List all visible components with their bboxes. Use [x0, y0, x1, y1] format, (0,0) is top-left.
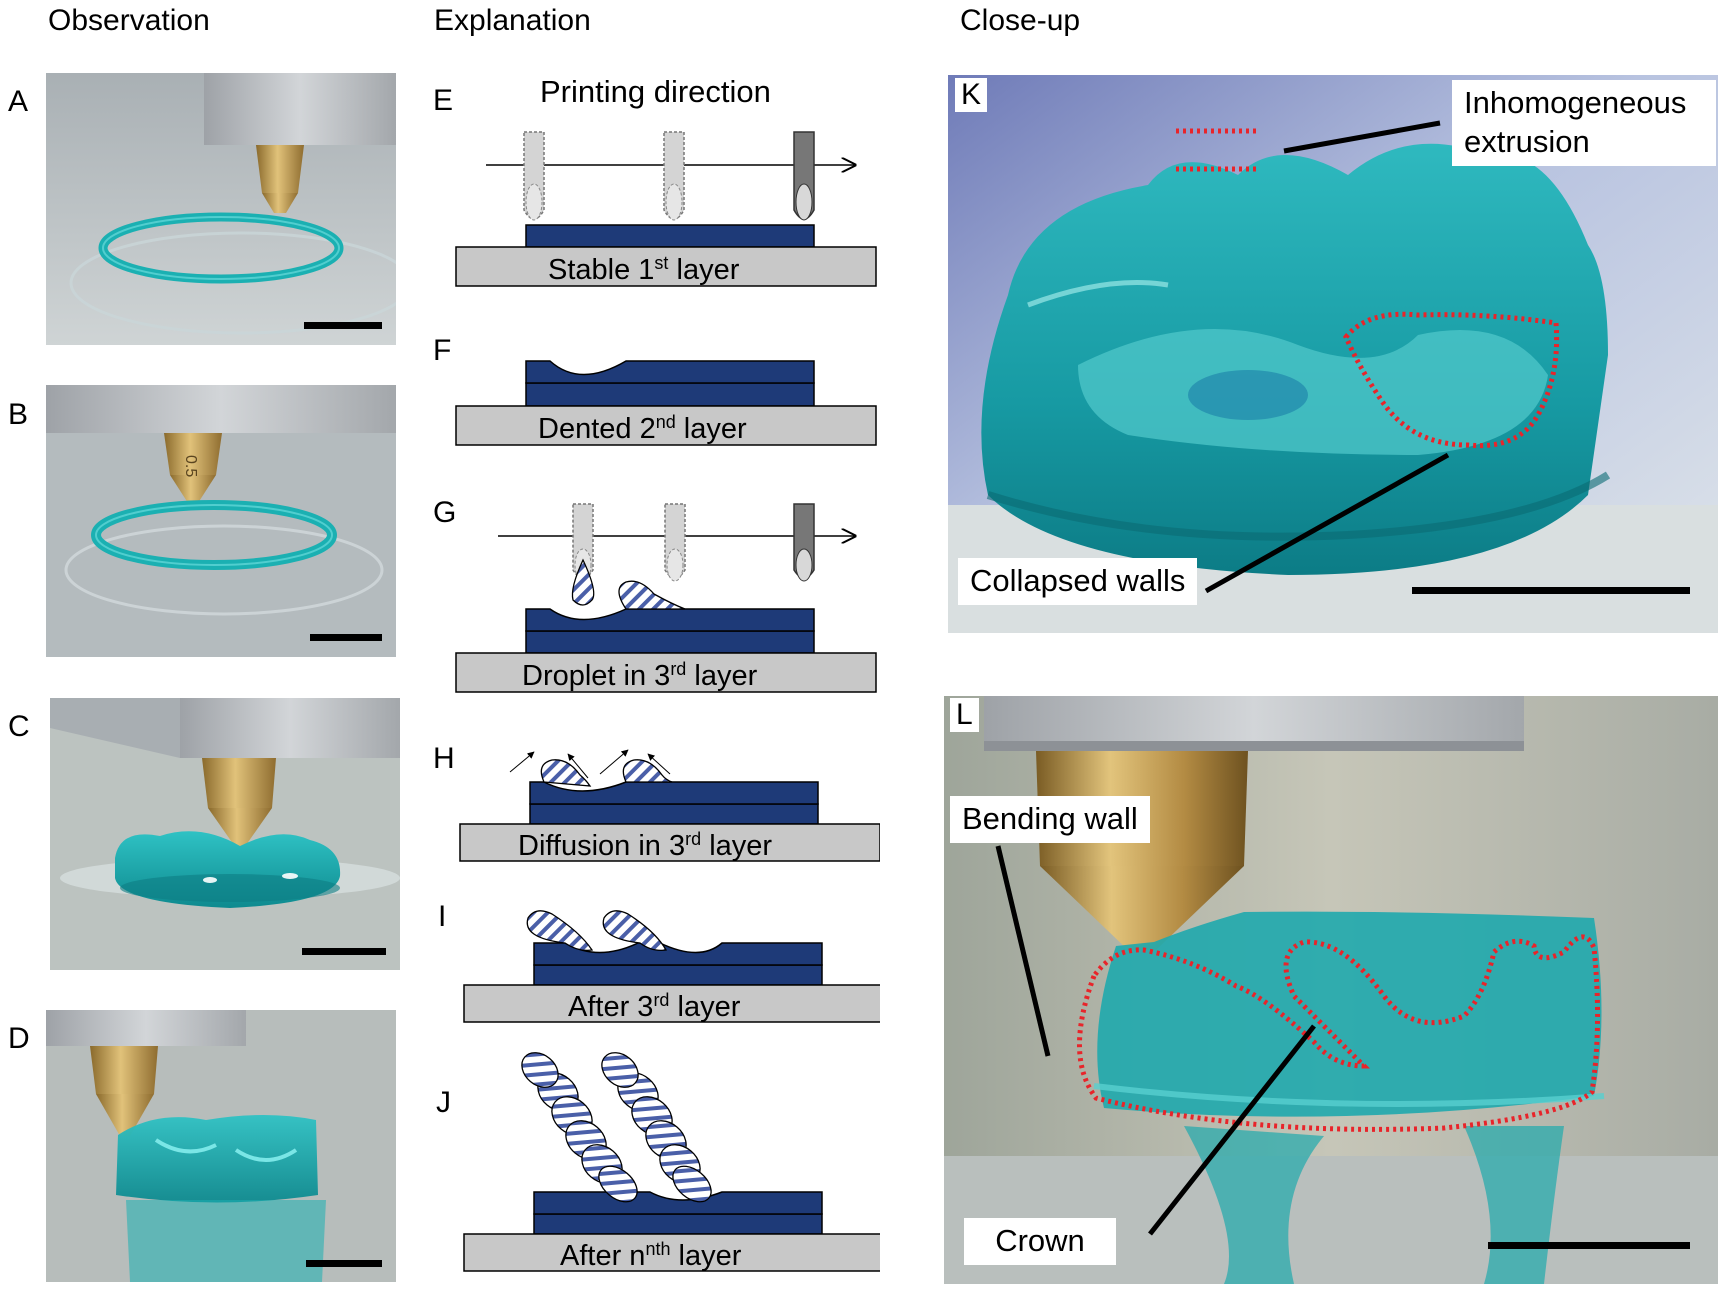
callout-bending-wall: Bending wall	[950, 796, 1150, 843]
leader-bending-wall	[995, 845, 1051, 1057]
column-header-closeup: Close-up	[960, 4, 1081, 37]
collapsed-walls-outline	[1343, 311, 1560, 449]
column-header-explanation: Explanation	[434, 4, 591, 37]
diffusion-arrow-4	[647, 753, 671, 775]
scale-bar-l	[1488, 1242, 1690, 1249]
diffusion-arrow-1	[509, 751, 535, 773]
caption-e: Stable 1st layer	[548, 253, 740, 286]
callout-crown: Crown	[964, 1218, 1116, 1265]
panel-label-j: J	[436, 1086, 451, 1119]
nozzle-marking-text: 0.5	[182, 455, 199, 477]
leader-crown	[1148, 1024, 1316, 1236]
photo-panel-b: 0.5	[46, 385, 396, 657]
nozzle-ghost-e1	[523, 131, 545, 221]
substrate-j	[463, 1233, 880, 1272]
layer-1-i	[533, 964, 823, 986]
diffusion-arrow-2	[567, 753, 589, 779]
leader-collapsed	[1204, 452, 1450, 594]
layer-2-dented-f	[525, 360, 815, 384]
panel-label-k: K	[955, 78, 988, 112]
layer-2-j	[533, 1191, 823, 1215]
droplet-stack-j2	[601, 1052, 712, 1203]
droplet-i1	[526, 910, 594, 951]
scale-bar-c	[302, 948, 386, 955]
explanation-diagrams: Printing direction Stable 1st layer Dent…	[455, 74, 880, 1272]
droplet-i2	[602, 910, 668, 951]
callout-collapsed-walls: Collapsed walls	[958, 558, 1198, 605]
substrate-i	[463, 984, 880, 1023]
nozzle-active-g	[793, 503, 815, 582]
printing-direction-label: Printing direction	[540, 74, 771, 109]
caption-f: Dented 2nd layer	[538, 412, 747, 445]
caption-i: After 3rd layer	[568, 990, 741, 1023]
panel-label-f: F	[433, 334, 452, 367]
photo-panel-a	[46, 73, 396, 345]
layer-2-h	[529, 781, 819, 805]
panel-label-e: E	[433, 84, 454, 117]
substrate-g	[455, 652, 877, 693]
layer-1-h	[529, 803, 819, 825]
panel-label-l: L	[950, 698, 979, 732]
scale-bar-d	[306, 1260, 382, 1267]
crown-outline	[1077, 934, 1601, 1132]
droplet-h1	[540, 759, 592, 787]
caption-g: Droplet in 3rd layer	[522, 659, 758, 692]
layer-2-g	[525, 608, 815, 632]
panel-label-i: I	[438, 900, 447, 933]
substrate-h	[459, 823, 880, 862]
photo-panel-l	[944, 696, 1718, 1284]
leader-inhomogeneous	[1283, 120, 1441, 154]
panel-label-g: G	[433, 496, 457, 529]
panel-label-a: A	[8, 85, 29, 118]
nozzle-ghost-e2	[663, 131, 685, 221]
panel-label-d: D	[8, 1022, 30, 1055]
callout-inhomogeneous-line2: extrusion	[1464, 123, 1590, 159]
photo-panel-k	[948, 75, 1718, 633]
substrate-e	[455, 246, 877, 287]
caption-h: Diffusion in 3rd layer	[518, 829, 772, 862]
droplet-g	[618, 580, 686, 610]
caption-j: After nnth layer	[560, 1239, 742, 1272]
nozzle-ghost-g2	[664, 503, 686, 582]
scale-bar-b	[310, 634, 382, 641]
photo-panel-c	[50, 698, 400, 970]
droplet-h2	[622, 759, 673, 783]
panel-label-c: C	[8, 710, 30, 743]
callout-inhomogeneous-extrusion: Inhomogeneous extrusion	[1452, 80, 1716, 166]
droplet-stack-j1	[521, 1052, 638, 1203]
layer-1-g	[525, 630, 815, 654]
column-header-observation: Observation	[48, 4, 210, 37]
photo-panel-d	[46, 1010, 396, 1282]
layer-1-f	[525, 382, 815, 407]
callout-inhomogeneous-line1: Inhomogeneous	[1464, 85, 1687, 120]
scale-bar-a	[304, 322, 382, 329]
falling-droplet-g	[571, 558, 595, 606]
nozzle-active-e	[793, 131, 815, 221]
layer-1-j	[533, 1213, 823, 1235]
panel-label-b: B	[8, 398, 29, 431]
diffusion-arrow-3	[599, 749, 629, 775]
panel-label-h: H	[433, 742, 455, 775]
layer-1-e	[525, 224, 815, 248]
scale-bar-k	[1412, 587, 1690, 594]
substrate-f	[455, 405, 877, 446]
